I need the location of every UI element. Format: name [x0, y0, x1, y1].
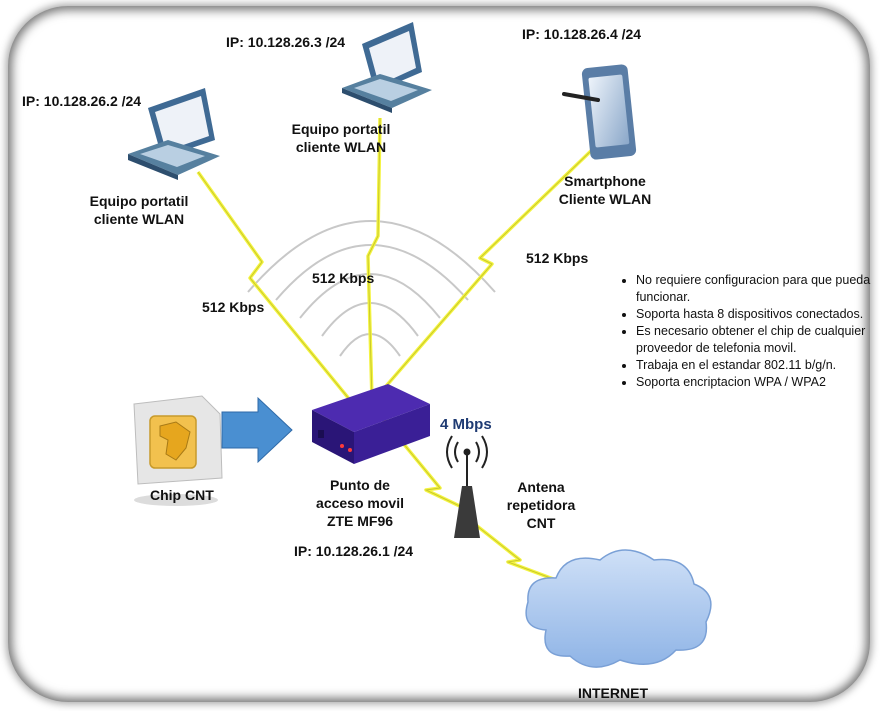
- feature-item: Soporta encriptacion WPA / WPA2: [636, 374, 880, 391]
- smartphone-ip: IP: 10.128.26.4 /24: [522, 26, 642, 42]
- smartphone-label: Smartphone Cliente WLAN: [540, 172, 670, 208]
- antenna-label-line1: Antena: [517, 479, 565, 495]
- features-list: No requiere configuracion para que pueda…: [622, 272, 880, 391]
- link-center-speed: 512 Kbps: [312, 270, 375, 286]
- feature-item: Trabaja en el estandar 802.11 b/g/n.: [636, 357, 880, 374]
- link-right-speed: 512 Kbps: [526, 250, 589, 266]
- laptop-left-ip: IP: 10.128.26.2 /24: [22, 93, 142, 109]
- internet-label: INTERNET: [578, 685, 648, 701]
- antenna-label-line2: repetidora: [506, 497, 576, 513]
- router-icon: [312, 384, 430, 464]
- laptop-left-icon: [128, 88, 220, 180]
- link-uplink-speed: 4 Mbps: [440, 416, 492, 433]
- smartphone-label-line1: Smartphone: [564, 173, 646, 189]
- router-ip: IP: 10.128.26.1 /24: [294, 543, 414, 559]
- router-label-line1: Punto de: [330, 477, 390, 493]
- feature-item: No requiere configuracion para que pueda…: [636, 272, 880, 306]
- router-label: Punto de acceso movil ZTE MF96: [300, 476, 420, 530]
- antenna-label: Antena repetidora CNT: [496, 478, 586, 532]
- diagram-frame: [8, 6, 870, 702]
- sim-chip-icon: [133, 395, 223, 506]
- antenna-label-line3: CNT: [526, 515, 556, 531]
- laptop-center-label-line1: Equipo portatil: [291, 121, 391, 137]
- link-left-speed: 512 Kbps: [202, 299, 265, 315]
- router-label-line3: ZTE MF96: [326, 513, 394, 529]
- laptop-center-label: Equipo portatil cliente WLAN: [276, 120, 406, 156]
- link-center-lightning: [366, 117, 382, 401]
- chip-to-router-arrow: [221, 396, 293, 464]
- antenna-tower-icon: [446, 435, 488, 538]
- laptop-center-ip: IP: 10.128.26.3 /24: [226, 34, 346, 50]
- router-label-line2: acceso movil: [316, 495, 404, 511]
- smartphone-label-line2: Cliente WLAN: [558, 191, 652, 207]
- feature-item: Soporta hasta 8 dispositivos conectados.: [636, 306, 880, 323]
- internet-cloud-icon: [525, 549, 712, 668]
- laptop-left-label-line1: Equipo portatil: [89, 193, 189, 209]
- laptop-left-label-line2: cliente WLAN: [93, 211, 185, 227]
- laptop-left-label: Equipo portatil cliente WLAN: [74, 192, 204, 228]
- feature-item: Es necesario obtener el chip de cualquie…: [636, 323, 880, 357]
- laptop-center-label-line2: cliente WLAN: [295, 139, 387, 155]
- laptop-center-icon: [342, 22, 432, 113]
- smartphone-icon: [562, 64, 637, 160]
- chip-label: Chip CNT: [150, 487, 214, 503]
